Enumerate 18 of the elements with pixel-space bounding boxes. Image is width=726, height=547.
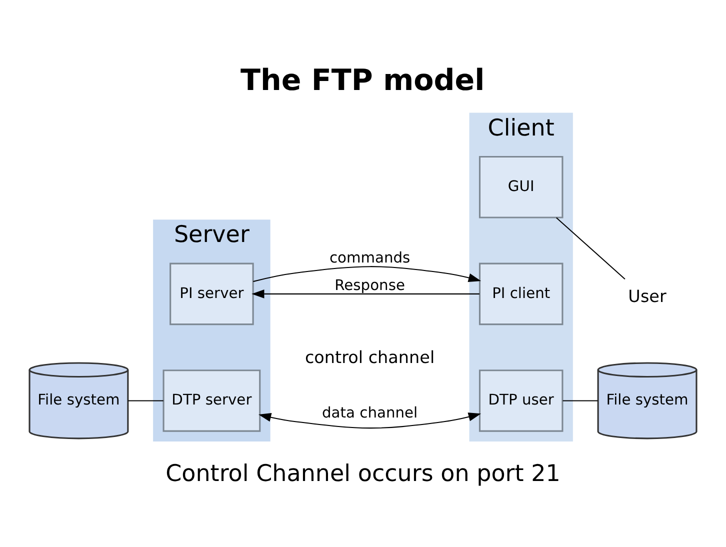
arrow	[258, 412, 482, 429]
connector	[562, 400, 598, 402]
node-box: PI client	[478, 262, 564, 326]
node-box: GUI	[478, 156, 564, 218]
caption: Control Channel occurs on port 21	[166, 460, 560, 487]
arrow	[252, 290, 480, 298]
diagram-title: The FTP model	[240, 63, 485, 98]
node-box: DTP server	[162, 370, 261, 432]
connector	[556, 217, 626, 280]
connector	[128, 400, 164, 402]
arrow	[253, 266, 482, 282]
node-box: DTP user	[478, 370, 564, 432]
node-box: PI server	[170, 262, 254, 326]
label: control channel	[304, 346, 435, 367]
edge-label: data channel	[322, 404, 418, 422]
edge-label: commands	[329, 250, 410, 267]
node-text: User	[628, 286, 666, 306]
edge-label: Response	[334, 276, 405, 294]
